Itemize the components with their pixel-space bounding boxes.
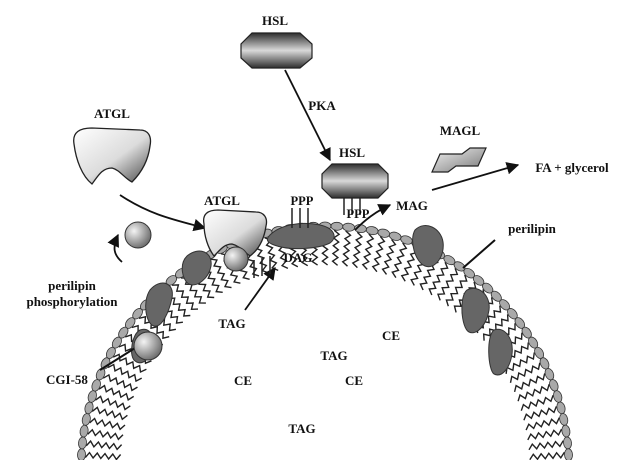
- hsl-active-label: HSL: [339, 145, 365, 160]
- hsl-active: HSL: [322, 145, 388, 215]
- tag-upper-label: TAG: [218, 316, 245, 331]
- atgl-bound-label: ATGL: [204, 193, 240, 208]
- perilipin-pointer: [463, 240, 495, 268]
- lipid-head: [87, 390, 98, 404]
- cgi58-sphere-icon: [134, 332, 162, 360]
- lipid-tail: [86, 441, 121, 449]
- lipid-tail: [88, 430, 123, 440]
- arrow-phosphorylation-to-ball: [115, 235, 122, 262]
- atgl-free-label: ATGL: [94, 106, 130, 121]
- ce-right-label: CE: [382, 328, 400, 343]
- lipid-head: [366, 226, 379, 236]
- perilipin-label: perilipin: [508, 221, 556, 236]
- lipid-tail: [95, 396, 130, 409]
- lipid-tail: [383, 239, 396, 274]
- lipid-tail: [99, 386, 134, 400]
- lipid-head: [79, 425, 89, 438]
- lipid-tail: [511, 363, 540, 383]
- cgi58-sphere-icon: [224, 247, 248, 271]
- lipid-tail: [343, 231, 351, 266]
- lipid-head: [548, 378, 560, 392]
- lipid-tail: [103, 375, 137, 391]
- lipid-tail: [530, 452, 565, 459]
- lipid-tail: [90, 419, 125, 430]
- magl-label: MAGL: [440, 123, 481, 138]
- hsl-inactive: HSL: [241, 13, 312, 68]
- perilipin-phos-line1: perilipin: [48, 278, 96, 293]
- tag-bottom-label: TAG: [288, 421, 315, 436]
- hsl-top-label: HSL: [262, 13, 288, 28]
- lipid-head: [563, 436, 572, 449]
- lipid-head: [342, 223, 355, 232]
- lipid-head: [388, 231, 402, 242]
- lipid-head: [561, 425, 571, 438]
- tag-center-label: TAG: [320, 348, 347, 363]
- lipid-tail: [353, 232, 362, 267]
- arrow-tag-to-dag: [245, 268, 275, 310]
- fa-glycerol-label: FA + glycerol: [535, 160, 609, 175]
- hsl-octagon-icon: [322, 164, 388, 198]
- lipid-head: [564, 448, 573, 460]
- lipid-head: [556, 401, 567, 415]
- cgi58-label: CGI-58: [46, 372, 88, 387]
- lipid-tail: [515, 373, 545, 392]
- lipid-head: [400, 234, 414, 246]
- ce-mid-label: CE: [345, 373, 363, 388]
- lipid-tail: [526, 418, 559, 430]
- arrow-hsl-to-active: [285, 70, 330, 160]
- atgl-shape-icon: [74, 128, 151, 184]
- lipid-tail: [363, 234, 373, 269]
- dag-label: DAG: [284, 250, 313, 265]
- hsl-octagon-icon: [241, 33, 312, 68]
- ppp-left-label: PPP: [291, 194, 314, 208]
- lipid-tail: [438, 268, 457, 300]
- perilipin-blob-icon: [182, 251, 211, 285]
- perilipin-blob-icon: [462, 288, 489, 332]
- magl-shape-icon: [432, 148, 486, 172]
- magl: MAGL: [432, 123, 486, 172]
- perilipin-blob-icon: [413, 226, 444, 267]
- lipid-tail: [392, 243, 406, 278]
- perilipin-blob-icon: [146, 283, 173, 326]
- atgl-free: ATGL: [74, 106, 151, 184]
- lipid-tail: [373, 236, 385, 271]
- lipid-head: [559, 413, 569, 426]
- lipid-tail: [92, 407, 127, 419]
- lipid-head: [81, 413, 91, 426]
- lipid-tail: [429, 262, 447, 295]
- mag-label: MAG: [396, 198, 428, 213]
- cgi58-sphere-icon: [125, 222, 151, 248]
- lipid-tail: [529, 441, 563, 450]
- lipid-head: [90, 378, 102, 392]
- pka-label: PKA: [308, 98, 336, 113]
- lipid-head: [78, 436, 87, 449]
- lipid-head: [77, 448, 86, 460]
- lipid-head: [331, 222, 343, 231]
- ce-left-label: CE: [234, 373, 252, 388]
- lipid-head: [377, 228, 391, 239]
- lipid-head: [84, 401, 95, 415]
- lipid-tail: [85, 453, 120, 460]
- perilipin-phos-line2: phosphorylation: [26, 294, 118, 309]
- ppp-right-label: PPP: [347, 207, 370, 221]
- lipid-head: [552, 390, 563, 404]
- lipid-tail: [528, 429, 562, 440]
